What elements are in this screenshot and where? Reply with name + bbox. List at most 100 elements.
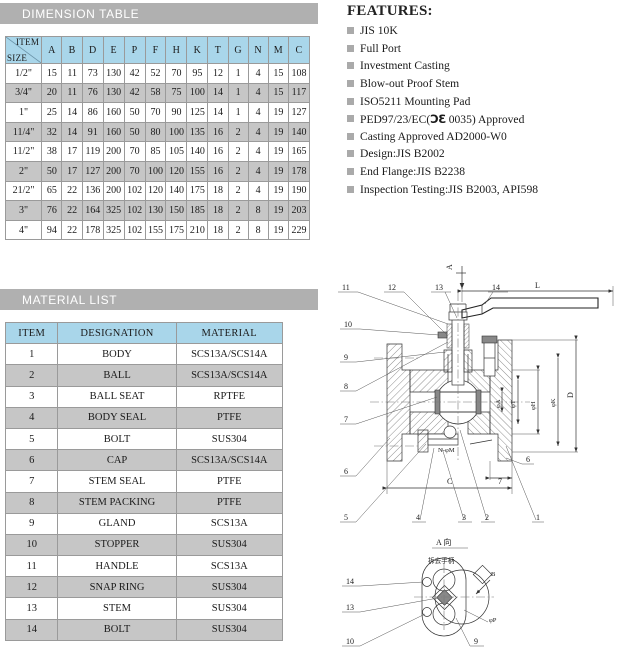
material-cell-material: SUS304 [175, 576, 284, 599]
dimension-cell-A: 65 [41, 180, 63, 202]
dim-label-L: L [535, 281, 540, 290]
callout-6: 6 [344, 467, 348, 476]
flange-bolt [481, 335, 498, 377]
feature-label: Design:JIS B2002 [360, 147, 445, 161]
dimension-cell-G: 2 [227, 219, 249, 241]
feature-item: Casting Approved AD2000-W0 [347, 128, 621, 146]
dimension-cell-K: 135 [186, 121, 209, 143]
dimension-col-header-G: G [227, 36, 249, 64]
dimension-phiA: φA [495, 387, 504, 412]
material-cell-material: PTFE [175, 470, 284, 493]
callout-3: 3 [462, 513, 466, 522]
dimension-cell-D: 178 [81, 219, 104, 241]
dimension-cell-G: 2 [227, 121, 249, 143]
material-cell-material: SUS304 [175, 597, 284, 620]
dimension-cell-B: 22 [61, 200, 83, 221]
feature-item: Investment Casting [347, 57, 621, 75]
material-cell-item: 5 [4, 427, 59, 451]
callout-11: 11 [342, 283, 350, 292]
dimension-cell-D: 136 [81, 180, 104, 202]
dimension-cell-H: 120 [165, 160, 188, 182]
dimension-col-header-K: K [186, 36, 209, 64]
material-cell-material: PTFE [175, 491, 284, 514]
dimension-cell-N: 4 [247, 82, 269, 104]
dimension-cell-E: 200 [102, 180, 125, 202]
bullet-square-icon [347, 150, 354, 158]
dimension-cell-N: 4 [247, 141, 269, 162]
callout-5: 5 [344, 513, 348, 522]
dimension-cell-G: 2 [227, 200, 249, 221]
material-cell-item: 8 [4, 491, 59, 514]
features-title: FEATURES: [347, 3, 433, 19]
dimension-col-header-B: B [61, 36, 83, 64]
dimension-cell-T: 12 [207, 63, 229, 84]
dimension-cell-N: 4 [247, 160, 269, 182]
dimension-row-size: 3" [4, 200, 43, 221]
material-cell-item: 10 [4, 533, 59, 557]
detail-callout-13: 13 [346, 603, 354, 612]
dimension-cell-P: 70 [123, 141, 146, 162]
material-cell-material: SCS13A/SCS14A [175, 364, 284, 387]
material-cell-material: SUS304 [175, 427, 284, 451]
callouts-top: 11 12 13 14 [338, 283, 508, 335]
dimension-cell-A: 50 [41, 160, 63, 182]
callout-14: 14 [492, 283, 500, 292]
dimension-cell-T: 16 [207, 141, 229, 162]
material-list-header-bar: MATERIAL LIST [0, 289, 318, 310]
dimension-L: L [457, 281, 614, 306]
dimension-cell-B: 17 [61, 160, 83, 182]
material-cell-item: 9 [4, 512, 59, 535]
material-col-header-material: MATERIAL [175, 321, 284, 345]
dim-label-NphiM: N-φM [438, 447, 455, 454]
detail-dim-B: B [491, 571, 496, 578]
feature-item: ISO5211 Mounting Pad [347, 92, 621, 110]
dimension-cell-F: 155 [144, 219, 167, 241]
material-cell-material: SCS13A/SCS14A [175, 449, 284, 472]
material-cell-item: 7 [4, 470, 59, 493]
dimension-cell-H: 150 [165, 200, 188, 221]
dimension-row-size: 1" [4, 102, 43, 123]
callout-2: 2 [485, 513, 489, 522]
callout-right-7: 7 [498, 477, 502, 486]
dimension-cell-E: 200 [102, 141, 125, 162]
svg-text:A: A [445, 264, 454, 270]
dimension-cell-M: 19 [267, 141, 289, 162]
dimension-cell-D: 127 [81, 160, 104, 182]
ce-mark-icon: ƆƐ [430, 111, 446, 126]
dimension-col-header-E: E [102, 36, 125, 64]
dim-label-phiK: φK [550, 398, 557, 407]
dimension-cell-D: 76 [81, 82, 104, 104]
dimension-cell-M: 19 [267, 121, 289, 143]
dimension-cell-N: 4 [247, 121, 269, 143]
dimension-cell-T: 18 [207, 219, 229, 241]
callout-right-6: 6 [526, 455, 530, 464]
dimension-cell-H: 105 [165, 141, 188, 162]
dimension-row-size: 4" [4, 219, 43, 241]
dim-label-C: C [447, 477, 452, 486]
material-cell-item: 3 [4, 385, 59, 408]
dimension-cell-K: 210 [186, 219, 209, 241]
material-cell-designation: BOLT [57, 618, 177, 641]
dimension-cell-F: 70 [144, 102, 167, 123]
dimension-phiK: φK [550, 353, 560, 446]
dimension-col-header-C: C [287, 36, 311, 64]
dimension-cell-P: 70 [123, 160, 146, 182]
dim-label-phiH: φH [530, 401, 537, 410]
material-cell-material: SCS13A/SCS14A [175, 343, 284, 366]
dimension-cell-P: 42 [123, 82, 146, 104]
bullet-square-icon [347, 185, 354, 193]
bullet-square-icon [347, 80, 354, 88]
dimension-col-header-A: A [41, 36, 63, 64]
dimension-cell-F: 58 [144, 82, 167, 104]
